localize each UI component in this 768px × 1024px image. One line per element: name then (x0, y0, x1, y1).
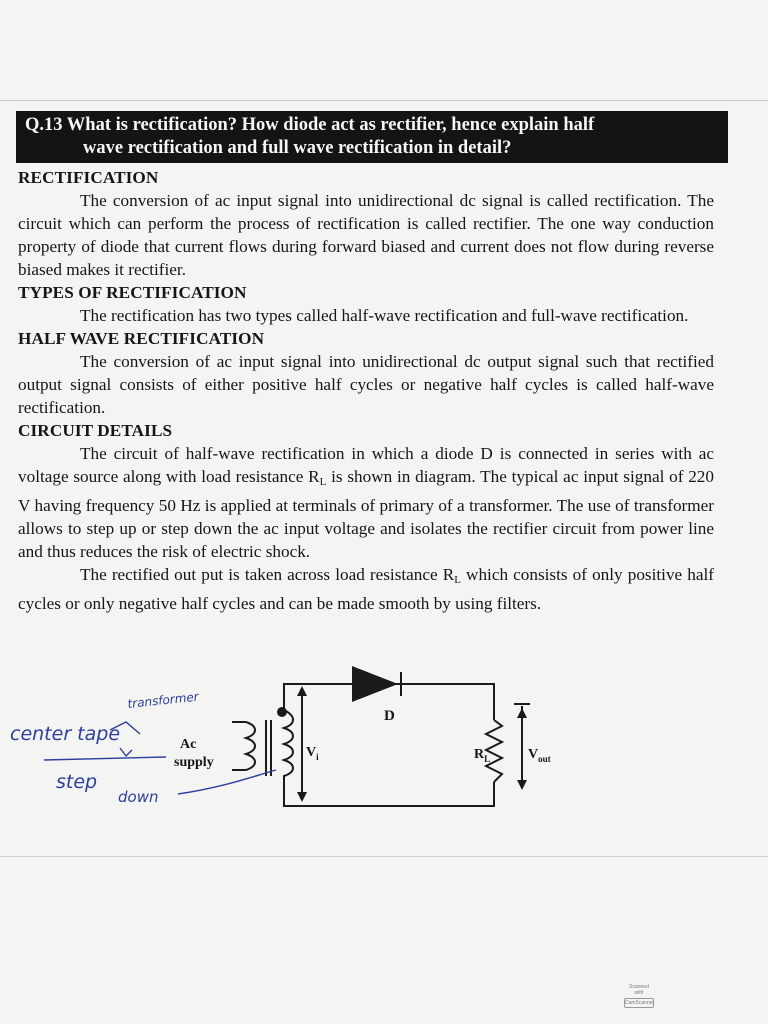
circuit-text-2a: The rectified out put is taken across lo… (80, 565, 455, 584)
note-transformer: transformer (127, 689, 200, 710)
secondary-coil (280, 709, 294, 786)
note-arrow-down (177, 769, 277, 795)
document-body: RECTIFICATION The conversion of ac input… (18, 166, 714, 615)
paragraph-circuit-2: The rectified out put is taken across lo… (18, 563, 714, 615)
diode-label: D (384, 708, 395, 724)
vi-arrow-up (297, 686, 307, 696)
circuit-text-1a: The circuit of half-wave rectification i… (18, 444, 714, 486)
note-center-tape: center tape (10, 723, 120, 745)
diode-triangle (352, 666, 398, 702)
vout-arrow-down (517, 780, 527, 790)
wire-top-left (283, 683, 352, 708)
heading-rectification: RECTIFICATION (18, 168, 159, 187)
paragraph-rectification: The conversion of ac input signal into u… (18, 191, 714, 279)
circuit-svg: D Ac supply Vi RL Vout transformer cente… (10, 666, 551, 807)
center-tap-dot (277, 707, 287, 717)
ac-label: Ac (180, 737, 196, 752)
subscript-l-2: L (454, 574, 461, 586)
vi-arrow-down (297, 792, 307, 802)
wire-top-right (402, 683, 495, 720)
subscript-l-1: L (319, 476, 327, 488)
watermark-line-2: CamScanner (624, 998, 655, 1008)
circuit-text-1b: is shown in diagram. The typical ac inpu… (18, 467, 714, 561)
camscanner-watermark: Scanned with CamScanner (624, 984, 654, 1012)
circuit-text-2b: which consists of only positive half cyc… (18, 565, 714, 613)
load-resistor (483, 719, 505, 783)
note-underline (43, 756, 167, 761)
vi-label: Vi (306, 745, 319, 762)
note-step: step (56, 771, 97, 793)
note-arrow-transformer (109, 721, 141, 735)
question-line-1: Q.13 What is rectification? How diode ac… (25, 115, 595, 135)
heading-circuit-details: CIRCUIT DETAILS (18, 421, 173, 440)
question-line-2: wave rectification and full wave rectifi… (83, 138, 512, 158)
heading-half-wave: HALF WAVE RECTIFICATION (18, 329, 265, 348)
note-arrow-step (119, 747, 133, 758)
page-top-edge (0, 100, 768, 101)
supply-label: supply (174, 755, 214, 770)
heading-types: TYPES OF RECTIFICATION (18, 283, 247, 302)
wire-bottom (283, 782, 495, 807)
primary-coil (242, 721, 256, 771)
rl-label: RL (474, 747, 490, 764)
paragraph-half-wave: The conversion of ac input signal into u… (18, 352, 714, 417)
question-banner: Q.13 What is rectification? How diode ac… (16, 111, 728, 163)
watermark-line-1: Scanned with (629, 984, 649, 996)
paragraph-types: The rectification has two types called h… (80, 306, 689, 325)
page-bottom-edge (0, 856, 768, 857)
vout-label: Vout (528, 747, 551, 764)
vout-arrow-up (517, 708, 527, 718)
half-wave-rectifier-diagram: D Ac supply Vi RL Vout transformer cente… (0, 660, 768, 850)
paragraph-circuit-1: The circuit of half-wave rectification i… (18, 442, 714, 563)
note-down: down (118, 788, 158, 806)
